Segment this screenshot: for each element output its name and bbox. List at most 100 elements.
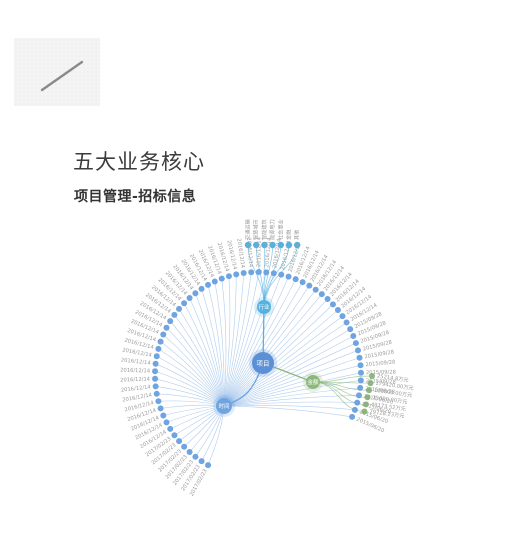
time-leaf-node[interactable] [278,271,285,278]
leaf-label: 79728.23万元 [369,408,405,420]
time-leaf-node[interactable] [157,405,164,412]
time-link [223,372,362,407]
time-leaf-node[interactable] [233,271,240,278]
time-leaf-node[interactable] [218,275,225,282]
industry-node-label: 行业 [258,303,270,311]
leaf-label: 2016/12/14 [121,357,152,366]
time-leaf-node[interactable] [240,269,247,276]
time-leaf-node[interactable] [198,458,205,465]
time-leaf-node[interactable] [356,354,363,361]
leaf-label: 2015/09/28 [364,349,394,360]
time-leaf-node[interactable] [152,368,159,375]
time-leaf-node[interactable] [351,406,358,413]
time-link [223,364,361,407]
time-leaf-node[interactable] [357,384,364,391]
time-link [163,334,225,407]
time-leaf-node[interactable] [171,432,178,439]
time-leaf-node[interactable] [339,313,346,320]
industry-leaf-node[interactable] [261,241,268,249]
time-leaf-node[interactable] [354,399,361,406]
time-leaf-node[interactable] [211,278,218,285]
time-leaf-node[interactable] [357,362,364,369]
time-link [223,328,351,407]
amount-leaf-node[interactable] [366,387,372,394]
time-leaf-node[interactable] [352,340,359,347]
amount-leaf-node[interactable] [369,373,375,379]
time-leaf-node[interactable] [329,301,336,308]
time-link [214,281,225,407]
time-leaf-node[interactable] [306,282,313,289]
time-leaf-node[interactable] [225,273,232,280]
time-leaf-node[interactable] [181,443,188,450]
time-node[interactable] [216,398,232,414]
time-leaf-node[interactable] [357,369,364,376]
time-leaf-node[interactable] [350,332,357,339]
time-leaf-node[interactable] [186,449,193,456]
time-leaf-node[interactable] [347,326,354,333]
time-leaf-node[interactable] [176,438,183,445]
industry-leaf-node[interactable] [244,241,252,249]
leaf-label: 2016/12/14 [256,236,262,267]
time-link [223,342,357,407]
time-leaf-node[interactable] [357,377,364,384]
time-leaf-node[interactable] [176,305,183,312]
time-leaf-node[interactable] [299,279,306,286]
time-leaf-node[interactable] [155,398,162,405]
time-leaf-node[interactable] [205,281,212,288]
amount-leaf-node[interactable] [363,401,369,408]
time-leaf-node[interactable] [160,412,167,419]
time-leaf-node[interactable] [324,296,331,303]
industry-leaf-node[interactable] [294,241,301,249]
leaf-label: 金融 [285,230,293,240]
time-leaf-node[interactable] [152,375,159,382]
industry-node[interactable] [257,300,271,314]
time-link [223,315,343,407]
industry-leaf-node[interactable] [269,241,276,249]
time-leaf-node[interactable] [355,392,362,399]
time-leaf-node[interactable] [285,273,292,280]
root-node[interactable] [252,352,274,374]
amount-leaf-node[interactable] [367,380,374,387]
leaf-label: 2016/12/14 [120,367,151,374]
leaf-label: 2016/12/14 [122,392,153,403]
time-leaf-node[interactable] [155,345,162,352]
time-leaf-node[interactable] [153,353,160,360]
amount-node[interactable] [306,375,320,389]
leaf-label: 2016/12/14 [272,238,283,269]
time-leaf-node[interactable] [157,338,164,345]
time-leaf-node[interactable] [163,419,170,426]
time-leaf-node[interactable] [181,300,188,307]
time-leaf-node[interactable] [270,270,277,277]
industry-leaf-node[interactable] [285,241,293,249]
industry-leaf-node[interactable] [277,241,284,249]
time-leaf-node[interactable] [186,295,193,302]
time-leaf-node[interactable] [160,331,167,338]
time-leaf-node[interactable] [192,290,199,297]
time-leaf-node[interactable] [167,318,174,325]
time-leaf-node[interactable] [163,324,170,331]
time-leaf-node[interactable] [152,383,159,390]
time-leaf-node[interactable] [263,269,270,276]
industry-leaf-node[interactable] [253,241,260,249]
time-leaf-node[interactable] [292,276,299,283]
time-leaf-node[interactable] [198,285,205,292]
time-leaf-node[interactable] [334,307,341,314]
time-leaf-node[interactable] [192,453,199,460]
leaf-label: 社会事业 [276,219,284,240]
time-leaf-node[interactable] [248,269,255,276]
time-leaf-node[interactable] [318,291,325,298]
time-leaf-node[interactable] [171,311,178,318]
time-leaf-node[interactable] [255,269,262,276]
time-leaf-node[interactable] [343,319,350,326]
time-leaf-node[interactable] [152,360,159,367]
time-link [223,276,289,407]
amount-leaf-node[interactable] [364,394,371,401]
time-leaf-node[interactable] [312,286,319,293]
time-leaf-node[interactable] [355,347,362,354]
leaf-label: 2016/12/14 [235,238,245,269]
time-leaf-node[interactable] [153,390,160,397]
time-leaf-node[interactable] [205,462,212,469]
time-leaf-node[interactable] [167,425,174,432]
time-leaf-node[interactable] [349,413,356,420]
amount-leaf-node[interactable] [361,408,368,415]
